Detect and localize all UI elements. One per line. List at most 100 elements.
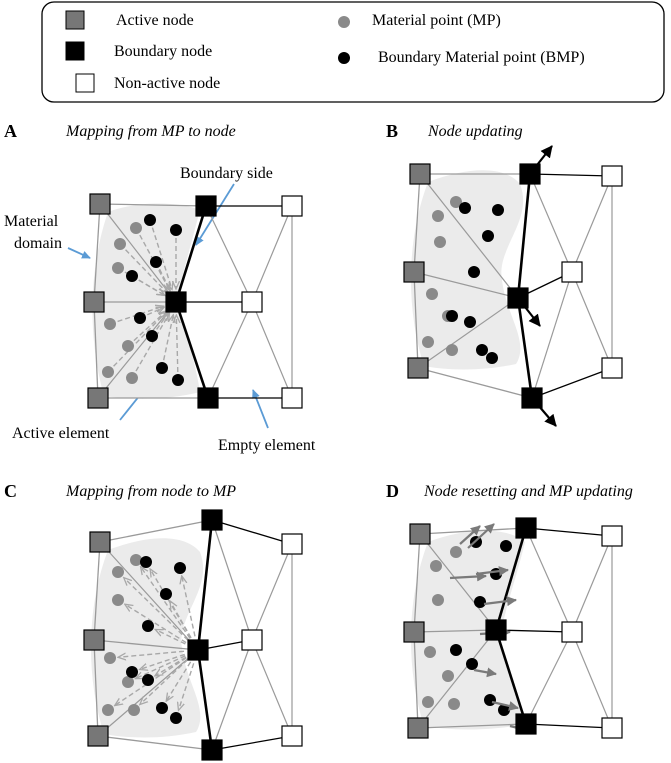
mesh-edge bbox=[413, 173, 421, 273]
material-point bbox=[432, 594, 444, 606]
material-domain-arrow bbox=[67, 247, 91, 259]
boundary-side-edge bbox=[516, 173, 532, 299]
boundary-material-point bbox=[492, 204, 504, 216]
mesh-edge bbox=[93, 301, 99, 399]
material-point bbox=[114, 238, 126, 250]
mesh-edge bbox=[211, 519, 253, 641]
nonactive-node bbox=[281, 725, 303, 747]
nonactive-node bbox=[241, 629, 263, 651]
legend-bmp-label: Boundary Material point (BMP) bbox=[378, 49, 585, 66]
mesh-edge bbox=[413, 533, 421, 633]
mapping-arrow bbox=[147, 308, 163, 316]
material-point bbox=[104, 652, 116, 664]
material-point bbox=[128, 704, 140, 716]
mesh-edge bbox=[417, 629, 497, 729]
mesh-edge bbox=[531, 367, 613, 399]
nonactive-node bbox=[281, 195, 303, 217]
boundary-node bbox=[521, 387, 543, 409]
mapping-arrow bbox=[182, 577, 196, 637]
boundary-node bbox=[515, 517, 537, 539]
mesh-edge bbox=[251, 639, 293, 737]
mesh-edge bbox=[413, 271, 519, 299]
mapping-arrow bbox=[156, 313, 168, 330]
panel-c-diagram bbox=[83, 509, 303, 761]
boundary-node bbox=[485, 619, 507, 641]
material-point bbox=[434, 236, 446, 248]
material-point bbox=[422, 696, 434, 708]
mapping-arrow bbox=[141, 567, 191, 639]
mesh-edge bbox=[525, 631, 573, 725]
material-domain bbox=[90, 538, 204, 738]
active-node-swatch bbox=[65, 10, 85, 30]
panel-b-title: Node updating bbox=[427, 123, 523, 140]
boundary-node bbox=[519, 163, 541, 185]
mapping-arrow bbox=[119, 650, 185, 657]
boundary-material-point bbox=[459, 202, 471, 214]
boundary-side-edge bbox=[494, 629, 528, 725]
panel-d-diagram bbox=[403, 517, 623, 739]
material-point bbox=[448, 698, 460, 710]
boundary-node bbox=[195, 195, 217, 217]
panel-c-title: Mapping from node to MP bbox=[65, 483, 236, 500]
boundary-material-point bbox=[498, 704, 510, 716]
panel-a-title: Mapping from MP to node bbox=[65, 123, 236, 140]
boundary-material-point bbox=[144, 214, 156, 226]
boundary-material-point bbox=[146, 330, 158, 342]
material-point bbox=[122, 340, 134, 352]
panel-b-diagram bbox=[403, 145, 623, 427]
boundary-node bbox=[515, 713, 537, 735]
material-point bbox=[102, 704, 114, 716]
mapping-arrow bbox=[151, 570, 192, 639]
panel-b-letter: B bbox=[386, 121, 398, 141]
boundary-material-point bbox=[172, 374, 184, 386]
active-node bbox=[407, 357, 429, 379]
empty-element-arrow bbox=[252, 389, 269, 429]
boundary-material-point bbox=[156, 702, 168, 714]
mesh-edge bbox=[207, 301, 253, 399]
material-point bbox=[442, 670, 454, 682]
material-point bbox=[126, 372, 138, 384]
material-point bbox=[112, 566, 124, 578]
mapping-arrow bbox=[113, 312, 167, 367]
boundary-side-edge bbox=[516, 297, 534, 399]
boundary-material-point bbox=[484, 694, 496, 706]
material-point bbox=[104, 318, 116, 330]
mesh-edge bbox=[525, 527, 573, 633]
nonactive-node bbox=[561, 261, 583, 283]
boundary-node-swatch bbox=[65, 41, 85, 61]
material-point bbox=[424, 646, 436, 658]
mapping-arrow bbox=[158, 268, 170, 289]
boundary-material-point bbox=[142, 674, 154, 686]
boundary-material-point bbox=[466, 658, 478, 670]
mesh-edge bbox=[99, 519, 213, 543]
material-point bbox=[102, 366, 114, 378]
boundary-material-point bbox=[126, 666, 138, 678]
material-point bbox=[430, 560, 442, 572]
boundary-node bbox=[165, 291, 187, 313]
mesh-edge bbox=[99, 203, 207, 207]
mesh-edge bbox=[97, 735, 213, 751]
mp-update-arrow bbox=[449, 571, 487, 582]
mapping-arrow bbox=[170, 602, 192, 639]
boundary-side-label: Boundary side bbox=[180, 165, 273, 182]
material-point bbox=[130, 554, 142, 566]
active-node bbox=[409, 523, 431, 545]
mapping-arrow bbox=[151, 227, 171, 289]
active-node bbox=[403, 261, 425, 283]
mesh-edge bbox=[525, 723, 613, 729]
material-point bbox=[112, 594, 124, 606]
panel-d-letter: D bbox=[386, 481, 399, 501]
boundary-material-point bbox=[476, 344, 488, 356]
boundary-material-point bbox=[142, 620, 154, 632]
boundary-side-edge bbox=[174, 301, 210, 399]
boundary-material-point bbox=[450, 644, 462, 656]
mesh-edge bbox=[413, 631, 419, 729]
mapping-arrow bbox=[176, 316, 177, 373]
material-point bbox=[450, 196, 462, 208]
active-node bbox=[89, 193, 111, 215]
bmp-swatch bbox=[338, 52, 350, 64]
boundary-material-point bbox=[126, 270, 138, 282]
legend: Active node Boundary node Non-active nod… bbox=[41, 1, 665, 103]
nonactive-node-swatch bbox=[75, 73, 95, 93]
